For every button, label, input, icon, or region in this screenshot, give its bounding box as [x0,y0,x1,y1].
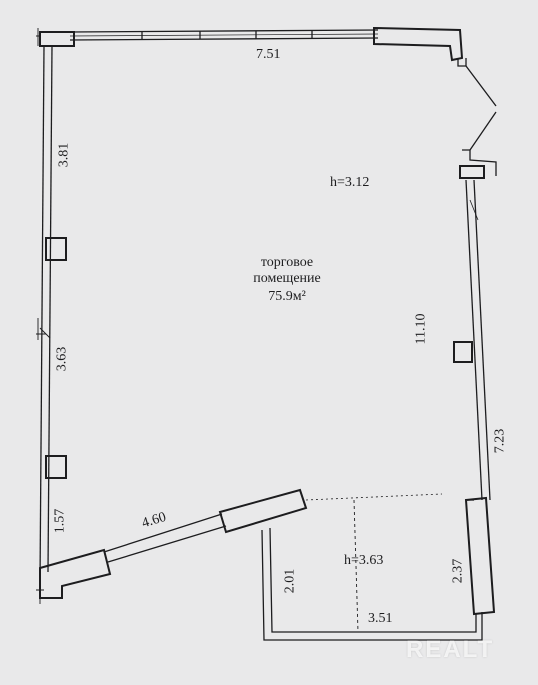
right-door-jamb [462,149,497,176]
left-wall-outer [39,45,45,583]
room-name-line2: помещение [253,271,321,286]
room-area: 75.9м² [268,289,306,304]
door-swing [465,65,497,107]
diagonal-pier [218,488,308,534]
top-right-pier [373,26,464,62]
dimension-left-lower: 1.57 [52,508,68,534]
room-name-line1: торговое [260,255,314,270]
annex-right-pier [464,496,496,616]
annex-outer-wall [261,529,483,641]
annex-partition-dashed [305,493,443,501]
left-wall-inner [47,45,53,573]
diagonal-wall-outer [103,513,223,553]
dimension-left-upper: 3.81 [56,142,72,168]
dimension-annex-bottom: 3.51 [368,611,393,626]
lower-left-pier [39,548,112,599]
dimension-annex-left: 2.01 [282,568,298,594]
top-left-pier [39,31,75,47]
column [45,237,67,261]
room-height-main: h=3.12 [330,175,370,190]
top-window-line [69,33,379,37]
door-swing [469,111,497,151]
diagonal-wall-inner [107,525,227,563]
annex-partition-vertical [353,499,359,633]
left-wall-tick [36,318,51,340]
dimension-right-outer: 7.23 [492,428,508,454]
right-wall-inner [473,179,491,501]
room-height-annex: h=3.63 [344,553,384,568]
corner-tick [36,586,44,604]
top-wall-outer [69,29,379,33]
right-wall-break [469,199,479,221]
dimension-annex-right: 2.37 [450,558,466,584]
dimension-left-middle: 3.63 [54,346,70,372]
dimension-right-main: 11.10 [413,313,429,345]
dimension-top: 7.51 [256,47,281,62]
top-wall-inner [69,37,379,41]
top-left-tick [36,28,40,46]
watermark-logo: REALT [406,636,495,663]
top-right-notch [457,58,467,67]
right-pier [459,165,485,179]
column [45,455,67,479]
right-wall-outer [465,179,483,501]
annex-inner-wall [269,527,477,633]
column [453,341,473,363]
